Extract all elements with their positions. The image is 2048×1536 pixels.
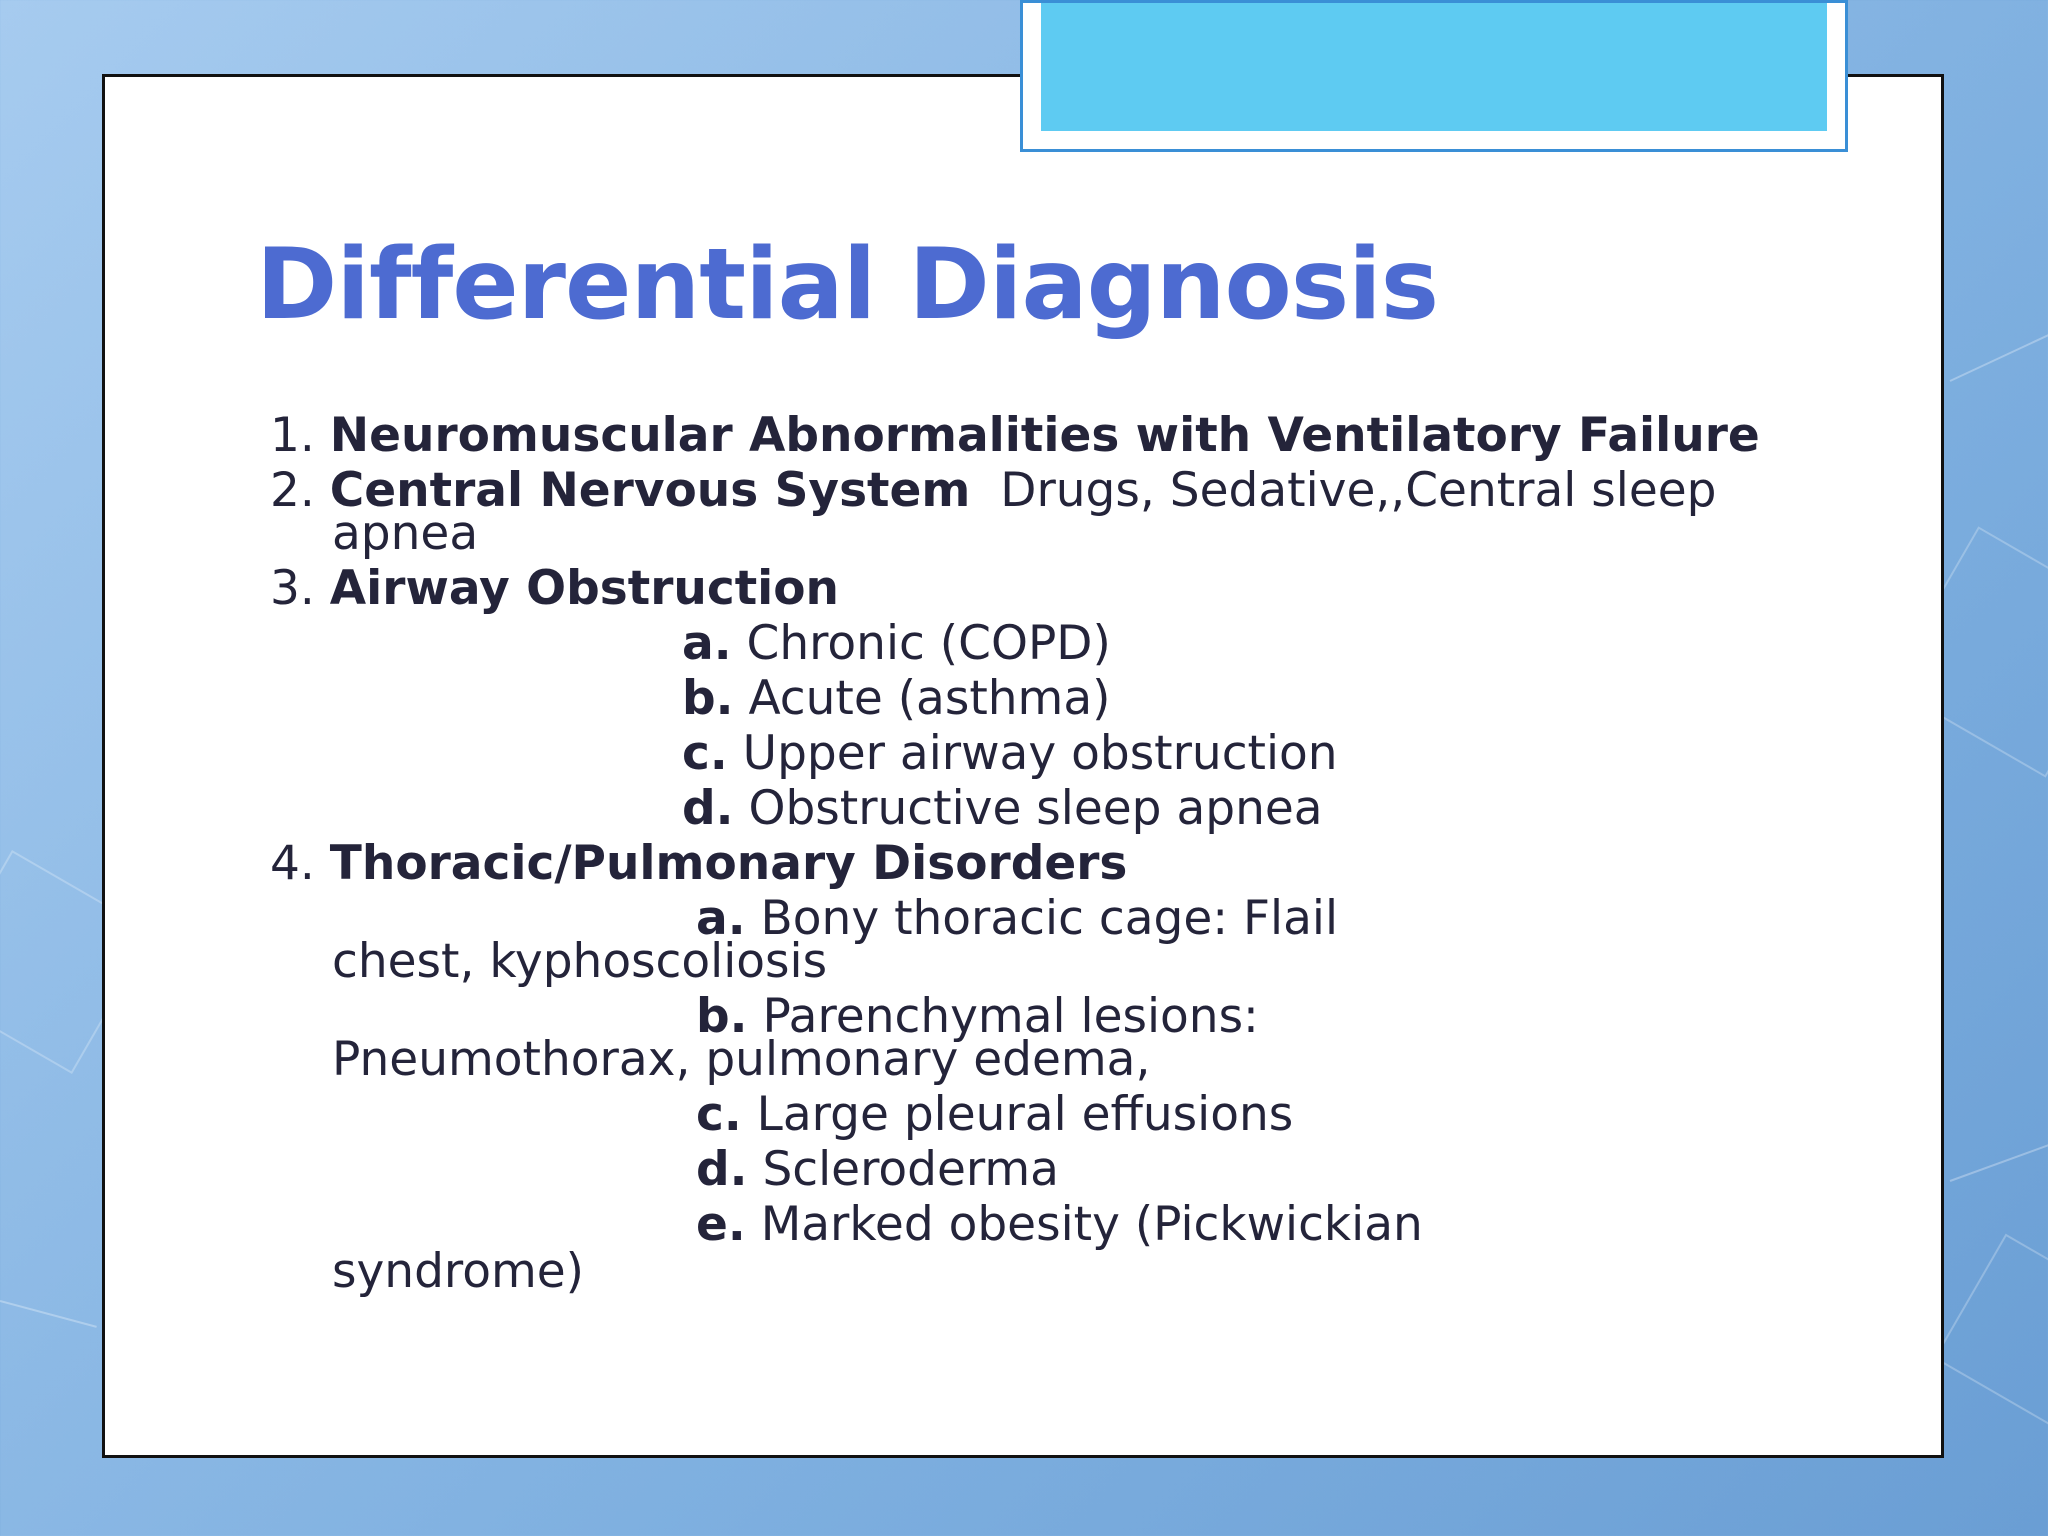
sub-item-letter: b. xyxy=(696,989,748,1044)
list-detail-continuation: apnea xyxy=(332,506,479,561)
sub-item: a. Bony thoracic cage: Flail xyxy=(696,895,1338,942)
sub-item-text: Large pleural effusions xyxy=(756,1087,1294,1142)
sub-item-letter: a. xyxy=(682,616,732,671)
sub-item-letter: d. xyxy=(696,1142,748,1197)
slide-title: Differential Diagnosis xyxy=(256,228,1439,342)
list-heading: Thoracic/Pulmonary Disorders xyxy=(329,836,1128,891)
sub-item-continuation: chest, kyphoscoliosis xyxy=(332,934,828,989)
list-item-4: 4. Thoracic/Pulmonary Disorders xyxy=(270,840,1127,887)
sub-item: c. Upper airway obstruction xyxy=(682,730,1338,777)
list-item-1: 1. Neuromuscular Abnormalities with Vent… xyxy=(270,412,1760,459)
sub-item: b. Acute (asthma) xyxy=(682,675,1110,722)
sub-item-letter: c. xyxy=(696,1087,742,1142)
list-heading: Airway Obstruction xyxy=(329,561,840,616)
sub-item-letter: c. xyxy=(682,726,728,781)
sub-item-text: Bony thoracic cage: Flail xyxy=(760,891,1339,946)
sub-item: c. Large pleural effusions xyxy=(696,1091,1293,1138)
sub-item-text: Scleroderma xyxy=(762,1142,1059,1197)
slide-panel xyxy=(102,74,1944,1458)
list-heading: Central Nervous System xyxy=(329,463,971,518)
sub-item: b. Parenchymal lesions: xyxy=(696,993,1259,1040)
sub-item-text: Upper airway obstruction xyxy=(742,726,1338,781)
list-heading: Neuromuscular Abnormalities with Ventila… xyxy=(329,408,1760,463)
sub-item-text: Acute (asthma) xyxy=(748,671,1111,726)
sub-item-letter: b. xyxy=(682,671,734,726)
sub-item-continuation: syndrome) xyxy=(332,1244,585,1299)
list-item-3: 3. Airway Obstruction xyxy=(270,565,839,612)
sub-item-text: Chronic (COPD) xyxy=(746,616,1111,671)
sub-item-letter: a. xyxy=(696,891,746,946)
sub-item: a. Chronic (COPD) xyxy=(682,620,1111,667)
title-accent-fill xyxy=(1041,3,1827,131)
sub-item-text: Marked obesity (Pickwickian xyxy=(760,1197,1423,1252)
sub-item-text: Obstructive sleep apnea xyxy=(748,781,1323,836)
list-number: 4. xyxy=(270,836,315,891)
list-number: 1. xyxy=(270,408,315,463)
sub-item: e. Marked obesity (Pickwickian xyxy=(696,1201,1423,1248)
sub-item: d. Obstructive sleep apnea xyxy=(682,785,1323,832)
sub-item-continuation: Pneumothorax, pulmonary edema, xyxy=(332,1032,1151,1087)
sub-item-letter: d. xyxy=(682,781,734,836)
list-number: 2. xyxy=(270,463,315,518)
sub-item-text: Parenchymal lesions: xyxy=(762,989,1259,1044)
sub-item-letter: e. xyxy=(696,1197,746,1252)
sub-item: d. Scleroderma xyxy=(696,1146,1059,1193)
title-accent-box xyxy=(1020,0,1848,152)
list-item-2: 2. Central Nervous System Drugs, Sedativ… xyxy=(270,467,1717,514)
list-number: 3. xyxy=(270,561,315,616)
list-detail: Drugs, Sedative,,Central sleep xyxy=(1000,463,1717,518)
